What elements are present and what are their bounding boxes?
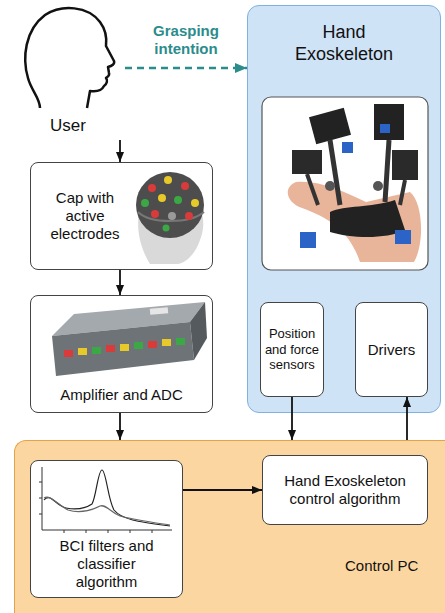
flow-arrow <box>119 413 121 440</box>
node-text: BCI filters and classifier algorithm <box>48 537 166 591</box>
process-box: Cap with active electrodes <box>30 162 213 270</box>
head-silhouette <box>25 8 114 108</box>
user-figure: User <box>10 0 125 140</box>
node-text: Hand Exoskeleton <box>279 22 409 65</box>
process-box: Drivers <box>355 302 428 397</box>
computer-panel: Control PC BCI filters and classifier alg… <box>14 440 445 613</box>
process-box: BCI filters and classifier algorithm <box>30 460 183 598</box>
process-box: Amplifier and ADC <box>30 295 213 413</box>
intention-arrow <box>125 67 247 70</box>
node-text: Amplifier and ADC <box>60 386 183 404</box>
device-panel: Hand ExoskeletonPosition and force senso… <box>247 5 441 413</box>
process-box: Position and force sensors <box>260 302 324 397</box>
edge-label: Grasping intention <box>138 22 234 58</box>
node-text: Control PC <box>345 557 418 575</box>
node-text: User <box>50 116 86 136</box>
node-text: Position and force sensors <box>264 326 320 373</box>
node-text: Cap with active electrodes <box>39 189 131 243</box>
flow-arrow <box>119 140 121 162</box>
flow-arrow <box>119 270 121 295</box>
node-text: Hand Exoskeleton control algorithm <box>273 472 418 508</box>
node-text: Drivers <box>368 341 416 359</box>
process-box: Hand Exoskeleton control algorithm <box>262 455 428 525</box>
